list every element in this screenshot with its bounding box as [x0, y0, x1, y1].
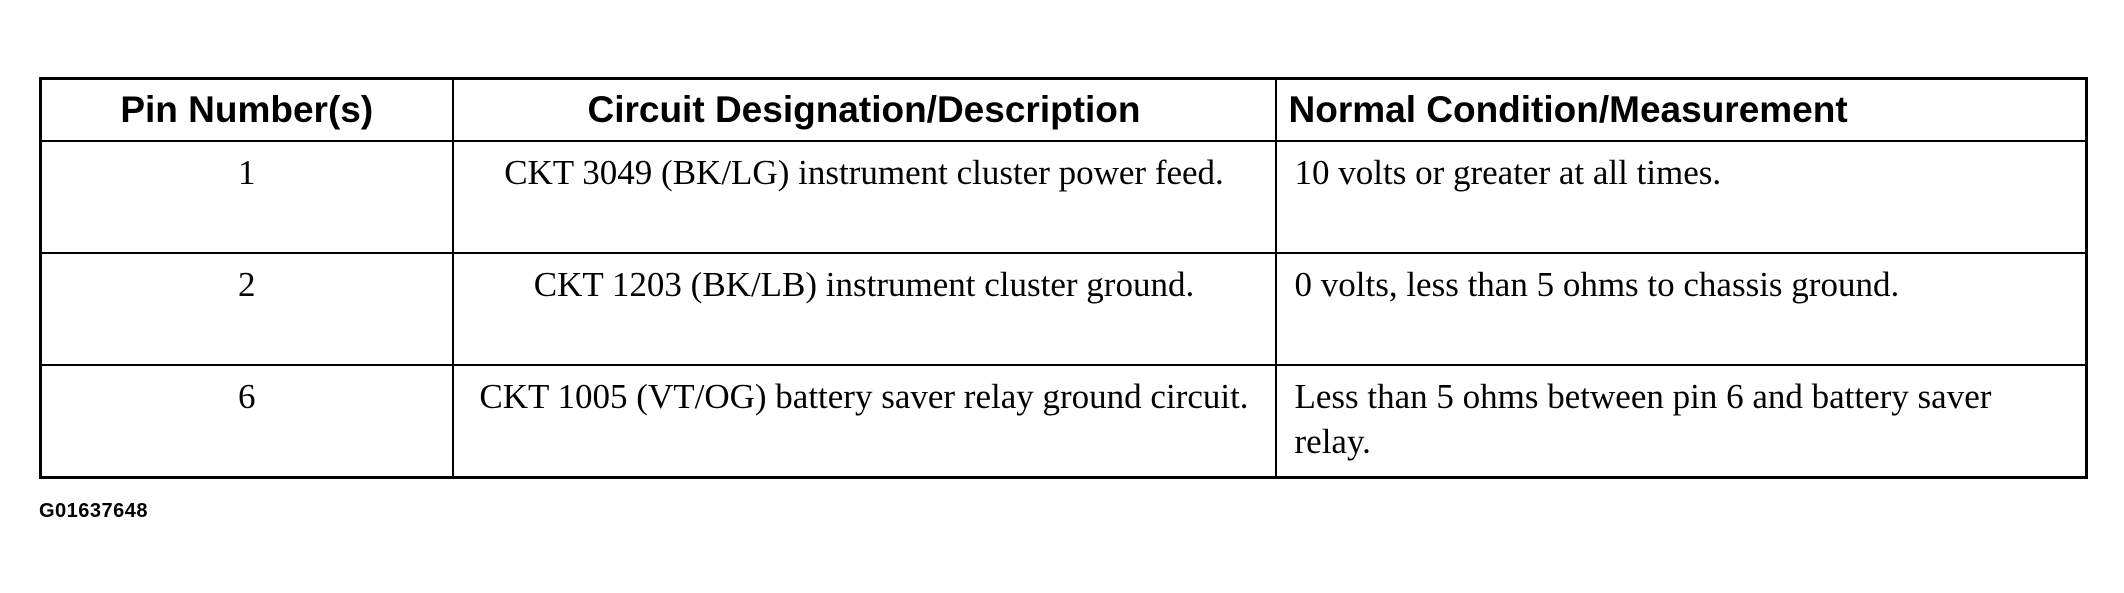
normal-condition-cell: Less than 5 ohms between pin 6 and batte…	[1274, 364, 2088, 479]
pin-measurement-table: Pin Number(s) Circuit Designation/Descri…	[39, 77, 2088, 479]
table-body: 1 CKT 3049 (BK/LG) instrument cluster po…	[39, 140, 2088, 479]
circuit-description-cell: CKT 1005 (VT/OG) battery saver relay gro…	[451, 364, 1277, 479]
circuit-description-cell: CKT 3049 (BK/LG) instrument cluster powe…	[451, 140, 1277, 254]
table-header: Pin Number(s) Circuit Designation/Descri…	[39, 77, 2088, 142]
normal-condition-cell: 0 volts, less than 5 ohms to chassis gro…	[1274, 252, 2088, 366]
pin-number-cell: 2	[39, 252, 454, 366]
header-normal-condition: Normal Condition/Measurement	[1274, 77, 2088, 142]
figure-id: G01637648	[39, 500, 149, 522]
pin-number-cell: 6	[39, 364, 454, 479]
pin-number-cell: 1	[39, 140, 454, 254]
table-row: 1 CKT 3049 (BK/LG) instrument cluster po…	[39, 140, 2088, 254]
header-row: Pin Number(s) Circuit Designation/Descri…	[39, 77, 2088, 142]
normal-condition-cell: 10 volts or greater at all times.	[1274, 140, 2088, 254]
table-row: 6 CKT 1005 (VT/OG) battery saver relay g…	[39, 364, 2088, 479]
table-row: 2 CKT 1203 (BK/LB) instrument cluster gr…	[39, 252, 2088, 366]
circuit-description-cell: CKT 1203 (BK/LB) instrument cluster grou…	[451, 252, 1277, 366]
header-circuit-designation: Circuit Designation/Description	[451, 77, 1277, 142]
header-pin-number: Pin Number(s)	[39, 77, 454, 142]
